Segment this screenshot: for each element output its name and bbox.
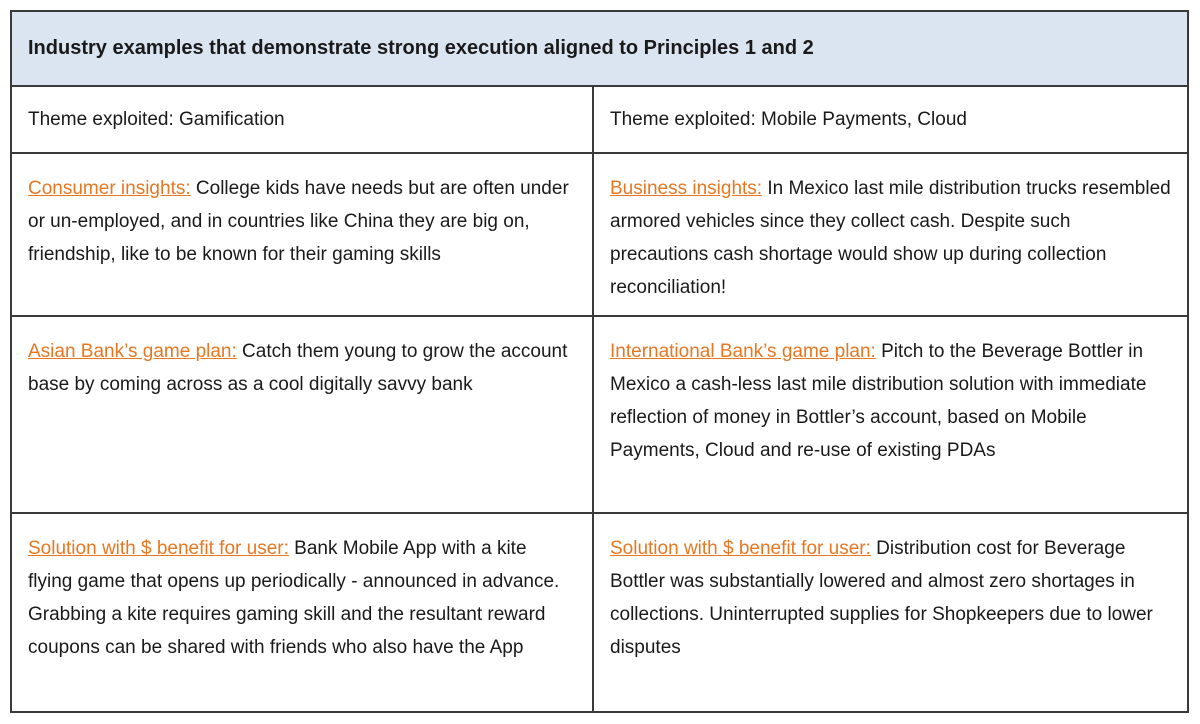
cell-label: International Bank’s game plan: — [610, 341, 876, 362]
cell-label: Business insights: — [610, 178, 763, 199]
theme-gamification: Theme exploited: Gamification — [10, 85, 594, 154]
cell-text: Pitch to the Beverage Bottler in Mexico … — [610, 341, 1147, 461]
table-row: Consumer insights: College kids have nee… — [10, 152, 1189, 317]
table-title: Industry examples that demonstrate stron… — [10, 10, 1189, 87]
cell-text: College kids have needs but are often un… — [28, 178, 569, 265]
insights-cell: Business insights: In Mexico last mile d… — [592, 152, 1189, 317]
cell-text: Distribution cost for Beverage Bottler w… — [610, 538, 1153, 658]
cell-text: In Mexico last mile distribution trucks … — [610, 178, 1171, 298]
theme-mobile-payments: Theme exploited: Mobile Payments, Cloud — [592, 85, 1189, 154]
table-row: Solution with $ benefit for user: Bank M… — [10, 512, 1189, 713]
table-row: Asian Bank’s game plan: Catch them young… — [10, 315, 1189, 514]
industry-examples-table: Industry examples that demonstrate stron… — [10, 10, 1189, 713]
cell-label: Consumer insights: — [28, 178, 191, 199]
game-plan-cell: Asian Bank’s game plan: Catch them young… — [10, 315, 594, 514]
cell-text: Catch them young to grow the account bas… — [28, 341, 568, 395]
game-plan-cell: International Bank’s game plan: Pitch to… — [592, 315, 1189, 514]
cell-label: Asian Bank’s game plan: — [28, 341, 237, 362]
solution-cell: Solution with $ benefit for user: Bank M… — [10, 512, 594, 713]
cell-label: Solution with $ benefit for user: — [28, 538, 289, 559]
cell-text: Bank Mobile App with a kite flying game … — [28, 538, 560, 658]
table-header-row: Industry examples that demonstrate stron… — [10, 10, 1189, 87]
insights-cell: Consumer insights: College kids have nee… — [10, 152, 594, 317]
solution-cell: Solution with $ benefit for user: Distri… — [592, 512, 1189, 713]
theme-row: Theme exploited: Gamification Theme expl… — [10, 85, 1189, 154]
cell-label: Solution with $ benefit for user: — [610, 538, 871, 559]
